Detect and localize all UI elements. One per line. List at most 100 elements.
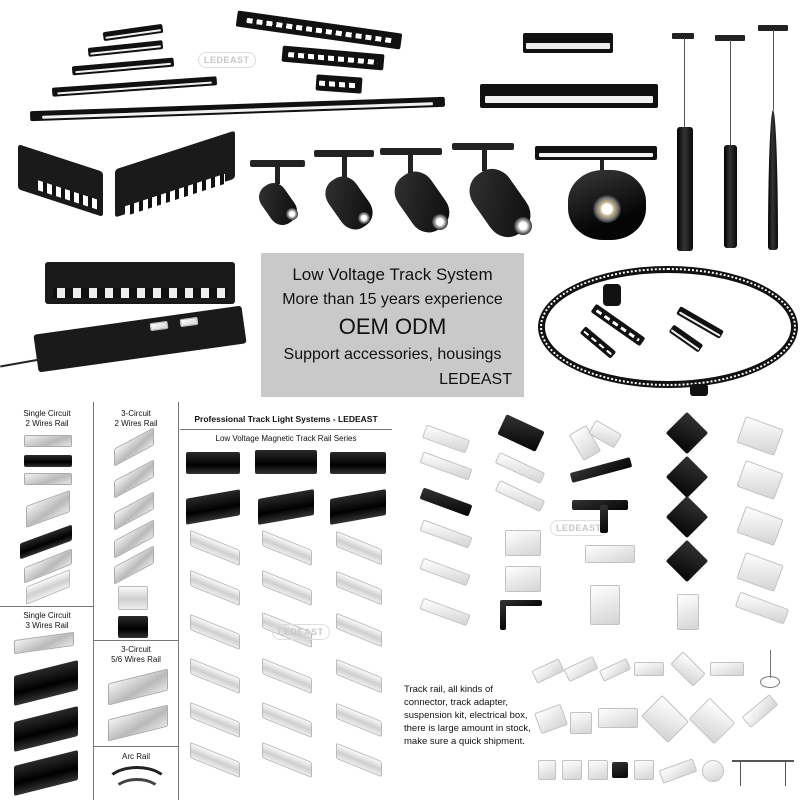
rail-section (114, 427, 154, 467)
info-experience: More than 15 years experience (282, 291, 503, 308)
linear-light-bar (102, 23, 164, 42)
floodlight-bar (480, 84, 658, 108)
spotlight (314, 150, 389, 236)
electrical-box (658, 758, 698, 784)
rail-section (26, 489, 70, 529)
magnetic-rail (190, 701, 240, 739)
track-flex-connector (569, 457, 633, 483)
spotlight (452, 143, 547, 246)
magnetic-rail (186, 452, 240, 474)
track-adapter (598, 708, 638, 728)
track-connector (497, 414, 545, 452)
rail-section (14, 750, 78, 796)
spotlight (380, 148, 465, 240)
track-connector (419, 557, 471, 587)
end-cap (734, 591, 790, 625)
rail-section (14, 631, 74, 655)
track-corner (500, 600, 542, 606)
watermark-logo: LEDEAST (198, 52, 256, 68)
footer-description: Track rail, all kinds of connector, trac… (404, 684, 531, 747)
catalog-divider (93, 402, 94, 800)
info-box: Low Voltage Track System More than 15 ye… (261, 253, 524, 397)
magnetic-rail (186, 489, 240, 525)
magnetic-rail (262, 569, 312, 607)
watermark-logo: LEDEAST (272, 624, 330, 640)
info-title: Low Voltage Track System (292, 265, 493, 284)
track-adapter (640, 694, 690, 744)
end-cap (677, 594, 699, 630)
track-connector (421, 424, 471, 454)
catalog-divider (93, 640, 178, 641)
suspension-kit (590, 585, 620, 625)
catalog-divider (180, 429, 392, 430)
track-adapter (688, 697, 736, 745)
arc-rail-shape (104, 766, 170, 800)
magnetic-rail (255, 450, 317, 474)
suspension-wire (740, 762, 741, 786)
rail-section (108, 704, 168, 742)
track-connector (494, 479, 546, 513)
track-adapter (710, 662, 744, 676)
linear-light-bar (51, 76, 218, 97)
magnetic-rail (262, 741, 312, 779)
suspension-wire (770, 650, 771, 678)
magnetic-rail (258, 489, 314, 525)
magnetic-rail (336, 702, 382, 738)
magnetic-rail (336, 742, 382, 778)
linear-light-bar (29, 96, 446, 122)
electrical-box (588, 760, 608, 780)
track-adapter (563, 655, 599, 683)
ring-pendant-tip (690, 384, 708, 396)
watermark-logo: LEDEAST (550, 520, 608, 536)
magnetic-rail (262, 701, 312, 739)
track-adapter (741, 694, 779, 728)
arc-rail-title: Arc Rail (121, 752, 150, 761)
magnetic-rail (330, 489, 386, 525)
rail-section (118, 616, 148, 638)
electrical-box (702, 760, 724, 782)
floodlight-bar (523, 33, 613, 53)
track-corner (500, 600, 506, 630)
track-adapter (634, 662, 664, 676)
arc-rail-shape (112, 778, 162, 800)
magnetic-rail (190, 613, 240, 651)
track-connector (505, 530, 541, 556)
track-corner (665, 411, 709, 455)
magnetic-rail (190, 529, 240, 567)
catalog-subheader: Low Voltage Magnetic Track Rail Series (215, 434, 357, 443)
linear-light-bar (71, 57, 175, 76)
magnetic-rail (336, 658, 382, 694)
suspension-kit (585, 545, 635, 563)
rail-section (114, 459, 154, 499)
grille-linear-light (235, 10, 403, 50)
magnetic-rail (336, 612, 382, 648)
spotlight (250, 160, 320, 231)
track-adapter (534, 703, 568, 735)
ring-track-light (538, 266, 798, 388)
info-support: Support accessories, housings (283, 346, 502, 363)
track-connector (419, 451, 473, 481)
end-cap (736, 552, 784, 592)
suspension-bar (732, 760, 794, 762)
track-adapter (598, 658, 632, 682)
info-brand: LEDEAST (439, 371, 512, 388)
track-corner (665, 455, 709, 499)
magnetic-rail (190, 569, 240, 607)
rail-section (24, 435, 72, 447)
rail-section (108, 668, 168, 706)
track-adapter (531, 658, 565, 684)
grille-linear-light (281, 45, 385, 71)
ring-spotlight (603, 284, 621, 306)
track-corner (665, 495, 709, 539)
suspension-wire (760, 676, 780, 688)
end-cap (736, 460, 784, 500)
magnetic-rail (336, 530, 382, 566)
magnetic-rail (330, 452, 386, 474)
end-cap (736, 506, 784, 546)
magnetic-rail (190, 741, 240, 779)
grille-linear-light (315, 74, 363, 94)
track-adapter (570, 712, 592, 734)
